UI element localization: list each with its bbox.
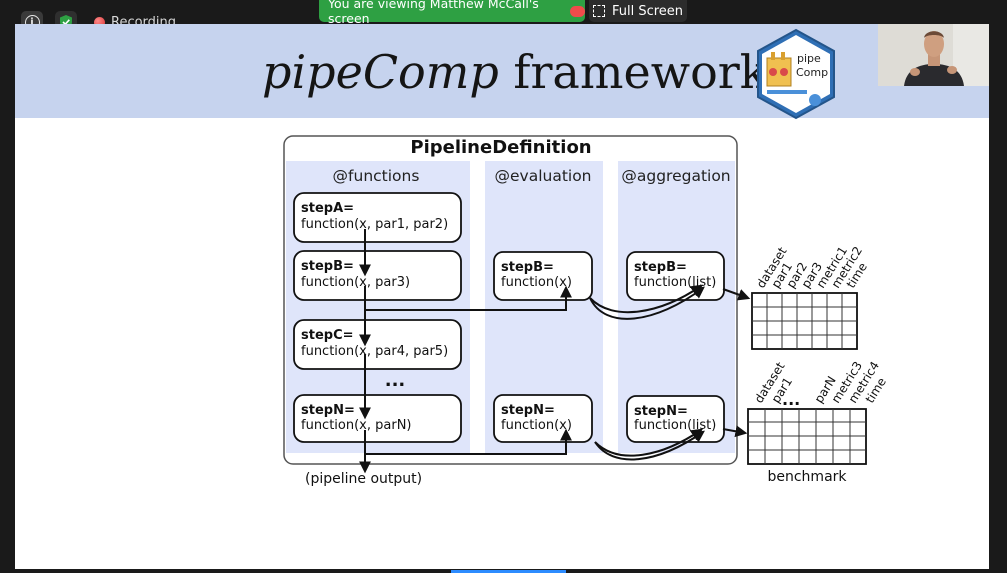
logo-text-pipe: pipe — [797, 52, 821, 65]
agg-step-b-code: function(list) — [634, 275, 716, 290]
step-a-name: stepA= — [301, 201, 354, 216]
recording-dot-icon — [94, 17, 105, 28]
benchmark-label: benchmark — [767, 469, 847, 485]
results-table-1 — [751, 292, 858, 350]
eval-step-n-code: function(x) — [501, 418, 572, 433]
agg-step-n-code: function(list) — [634, 418, 716, 433]
eval-step-n-name: stepN= — [501, 403, 555, 418]
aggregation-header: @aggregation — [621, 167, 730, 185]
pipeline-definition-title: PipelineDefinition — [410, 137, 591, 158]
table-2-headers: dataset par1 ... parN metric3 metric4 ti… — [752, 359, 889, 409]
step-c-box: stepC= function(x, par4, par5) — [293, 319, 462, 370]
steps-ellipsis: ... — [385, 370, 406, 391]
step-c-name: stepC= — [301, 328, 354, 343]
step-a-code: function(x, par1, par2) — [301, 217, 448, 232]
slide-title: pipeComp framework — [262, 45, 768, 99]
slide-header: pipeComp framework — [15, 24, 989, 118]
step-c-code: function(x, par4, par5) — [301, 344, 448, 359]
agg-step-n-box: stepN= function(list) — [626, 395, 725, 443]
eval-step-n-box: stepN= function(x) — [493, 394, 593, 443]
pipecomp-logo: pipe Comp — [757, 28, 835, 120]
step-n-name: stepN= — [301, 403, 355, 418]
step-b-name: stepB= — [301, 259, 354, 274]
viewing-banner-text: You are viewing Matthew McCall's screen — [328, 0, 539, 26]
viewing-screen-banner[interactable]: You are viewing Matthew McCall's screen — [319, 0, 585, 26]
full-screen-label: Full Screen — [611, 3, 684, 19]
pipeline-output-label: (pipeline output) — [305, 471, 422, 487]
agg-step-b-box: stepB= function(list) — [626, 251, 725, 301]
presenter-video — [878, 24, 989, 86]
full-screen-button[interactable]: Full Screen — [589, 0, 687, 22]
webcam-thumbnail[interactable] — [878, 24, 989, 86]
eval-step-b-code: function(x) — [501, 275, 572, 290]
logo-text-comp: Comp — [796, 66, 828, 79]
slide-title-italic: pipeComp — [262, 45, 499, 99]
eval-step-b-name: stepB= — [501, 260, 554, 275]
step-b-code: function(x, par3) — [301, 275, 410, 290]
step-a-box: stepA= function(x, par1, par2) — [293, 192, 462, 243]
cloud-icon — [570, 5, 585, 17]
results-table-2 — [747, 408, 867, 465]
evaluation-header: @evaluation — [494, 167, 591, 185]
table-1-headers: dataset par1 par2 par3 metric1 metric2 t… — [754, 244, 870, 291]
fullscreen-icon — [592, 5, 605, 17]
step-n-code: function(x, parN) — [301, 418, 412, 433]
t2-header-ellipsis: ... — [782, 390, 800, 409]
pipeline-diagram: PipelineDefinition @functions @evaluatio… — [283, 135, 889, 487]
step-b-box: stepB= function(x, par3) — [293, 250, 462, 301]
bottom-scroll-indicator[interactable] — [451, 570, 566, 573]
shared-screen: pipeComp framework pipe Comp — [15, 24, 989, 569]
pipeline-flow-arrows — [359, 229, 751, 474]
functions-header: @functions — [333, 167, 420, 185]
slide-title-rest: framework — [498, 45, 768, 99]
agg-step-b-name: stepB= — [634, 260, 687, 275]
eval-step-b-box: stepB= function(x) — [493, 251, 593, 301]
step-n-box: stepN= function(x, parN) — [293, 394, 462, 443]
agg-step-n-name: stepN= — [634, 404, 688, 419]
